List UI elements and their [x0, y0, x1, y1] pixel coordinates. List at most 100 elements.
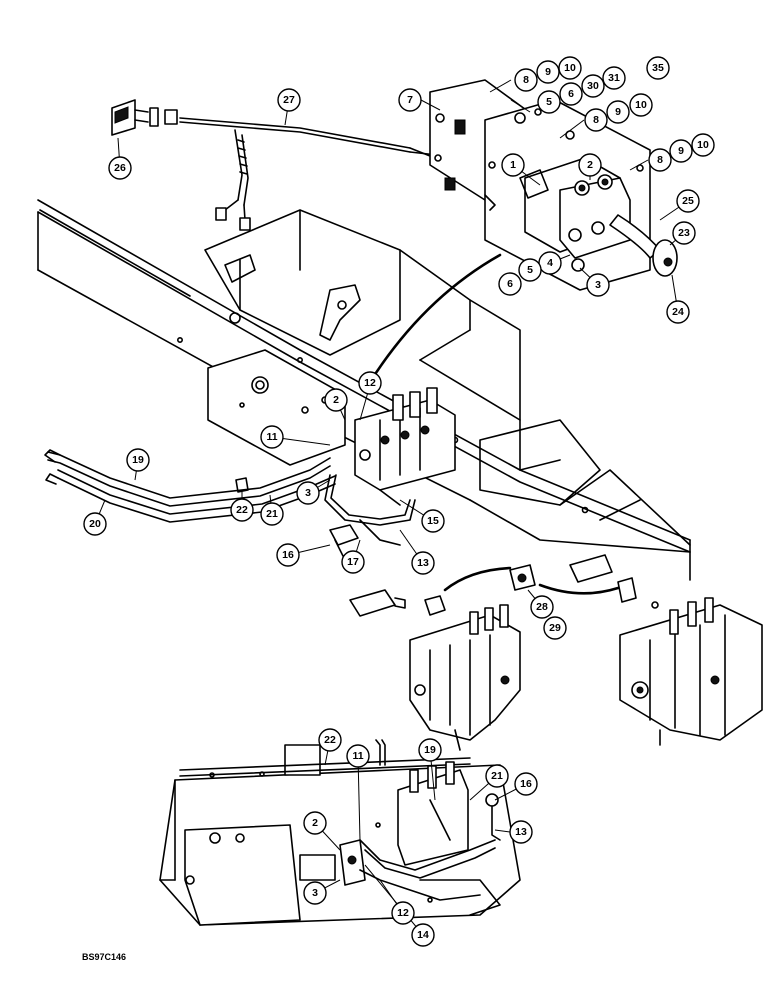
callout-5: 5: [537, 90, 561, 114]
callout-12: 12: [358, 371, 382, 395]
callout-9-label: 9: [545, 66, 551, 78]
callout-17: 17: [341, 550, 365, 574]
callout-1-label: 1: [510, 159, 516, 171]
callouts: 1 2 3 4 5 6 5 6 30 31 35 7 8 9 10 8 9 10…: [83, 56, 715, 947]
callout-27: 27: [277, 88, 301, 112]
callout-9-label: 9: [615, 106, 621, 118]
callout-22: 22: [230, 498, 254, 522]
callout-6: 6: [498, 272, 522, 296]
callout-9: 9: [669, 139, 693, 163]
callout-28: 28: [530, 595, 554, 619]
callout-22: 22: [318, 728, 342, 752]
callout-25: 25: [676, 189, 700, 213]
drawing-reference-code: BS97C146: [82, 952, 126, 962]
callout-6-label: 6: [568, 88, 574, 100]
callout-4-label: 4: [547, 257, 553, 269]
callout-27-label: 27: [283, 94, 295, 106]
callout-3: 3: [296, 481, 320, 505]
callout-3-label: 3: [595, 279, 601, 291]
callout-30-label: 30: [587, 80, 599, 92]
bottom-view-assembly: [159, 739, 521, 926]
callout-9-label: 9: [678, 145, 684, 157]
callout-35-label: 35: [652, 62, 664, 74]
callout-11-label: 11: [266, 431, 277, 443]
switch-assembly: [111, 99, 178, 136]
callout-31-label: 31: [608, 72, 620, 84]
control-valve-section-left: [409, 604, 521, 751]
callout-20: 20: [83, 512, 107, 536]
callout-2-label: 2: [587, 159, 593, 171]
callout-19: 19: [126, 448, 150, 472]
callout-13: 13: [411, 551, 435, 575]
callout-8: 8: [648, 148, 672, 172]
callout-24-label: 24: [672, 306, 684, 318]
control-valve-section-right: [619, 597, 763, 746]
callout-21-label: 21: [266, 508, 278, 520]
callout-16: 16: [514, 772, 538, 796]
callout-23-label: 23: [678, 227, 690, 239]
callout-7: 7: [398, 88, 422, 112]
callout-29-label: 29: [549, 622, 561, 634]
hydraulic-tubes-lower: [324, 474, 416, 561]
callout-8-label: 8: [593, 114, 599, 126]
callout-21: 21: [485, 764, 509, 788]
callout-26-label: 26: [114, 162, 126, 174]
callout-2-label: 2: [312, 817, 318, 829]
callout-19: 19: [418, 738, 442, 762]
callout-25-label: 25: [682, 195, 694, 207]
callout-21: 21: [260, 502, 284, 526]
callout-13: 13: [509, 820, 533, 844]
callout-22-label: 22: [236, 504, 248, 516]
callout-2: 2: [324, 388, 348, 412]
callout-12: 12: [391, 901, 415, 925]
callout-8: 8: [514, 68, 538, 92]
callout-14: 14: [411, 923, 435, 947]
callout-29: 29: [543, 616, 567, 640]
callout-8: 8: [584, 108, 608, 132]
callout-15: 15: [421, 509, 445, 533]
callout-22-label: 22: [324, 734, 336, 746]
callout-2: 2: [303, 811, 327, 835]
callout-3: 3: [303, 881, 327, 905]
callout-5-label: 5: [527, 264, 533, 276]
callout-8-label: 8: [523, 74, 529, 86]
callout-10-label: 10: [564, 62, 576, 74]
callout-11: 11: [346, 744, 370, 768]
callout-15-label: 15: [427, 515, 439, 527]
loader-control-valve: [354, 387, 456, 491]
callout-14-label: 14: [417, 929, 429, 941]
callout-10-label: 10: [635, 99, 647, 111]
callout-12-label: 12: [397, 907, 409, 919]
callout-6: 6: [559, 82, 583, 106]
callout-28-label: 28: [536, 601, 548, 613]
callout-7-label: 7: [407, 94, 413, 106]
callout-30: 30: [581, 74, 605, 98]
callout-12-label: 12: [364, 377, 376, 389]
callout-3-label: 3: [305, 487, 311, 499]
callout-10: 10: [558, 56, 582, 80]
callout-19-label: 19: [132, 454, 144, 466]
callout-11-label: 11: [352, 750, 363, 762]
callout-3-label: 3: [312, 887, 318, 899]
callout-3: 3: [586, 273, 610, 297]
callout-2: 2: [578, 153, 602, 177]
callout-21-label: 21: [491, 770, 503, 782]
callout-10: 10: [629, 93, 653, 117]
callout-23: 23: [672, 221, 696, 245]
callout-19-label: 19: [424, 744, 436, 756]
callout-16-label: 16: [520, 778, 532, 790]
callout-9: 9: [536, 60, 560, 84]
callout-4: 4: [538, 251, 562, 275]
callout-6-label: 6: [507, 278, 513, 290]
callout-5-label: 5: [546, 96, 552, 108]
callout-17-label: 17: [347, 556, 359, 568]
routing-lines: [363, 253, 620, 595]
callout-16: 16: [276, 543, 300, 567]
solenoid-valve-top: [519, 157, 678, 277]
callout-5: 5: [518, 258, 542, 282]
callout-13-label: 13: [417, 557, 429, 569]
callout-26: 26: [108, 156, 132, 180]
callout-31: 31: [602, 66, 626, 90]
callout-1: 1: [501, 153, 525, 177]
